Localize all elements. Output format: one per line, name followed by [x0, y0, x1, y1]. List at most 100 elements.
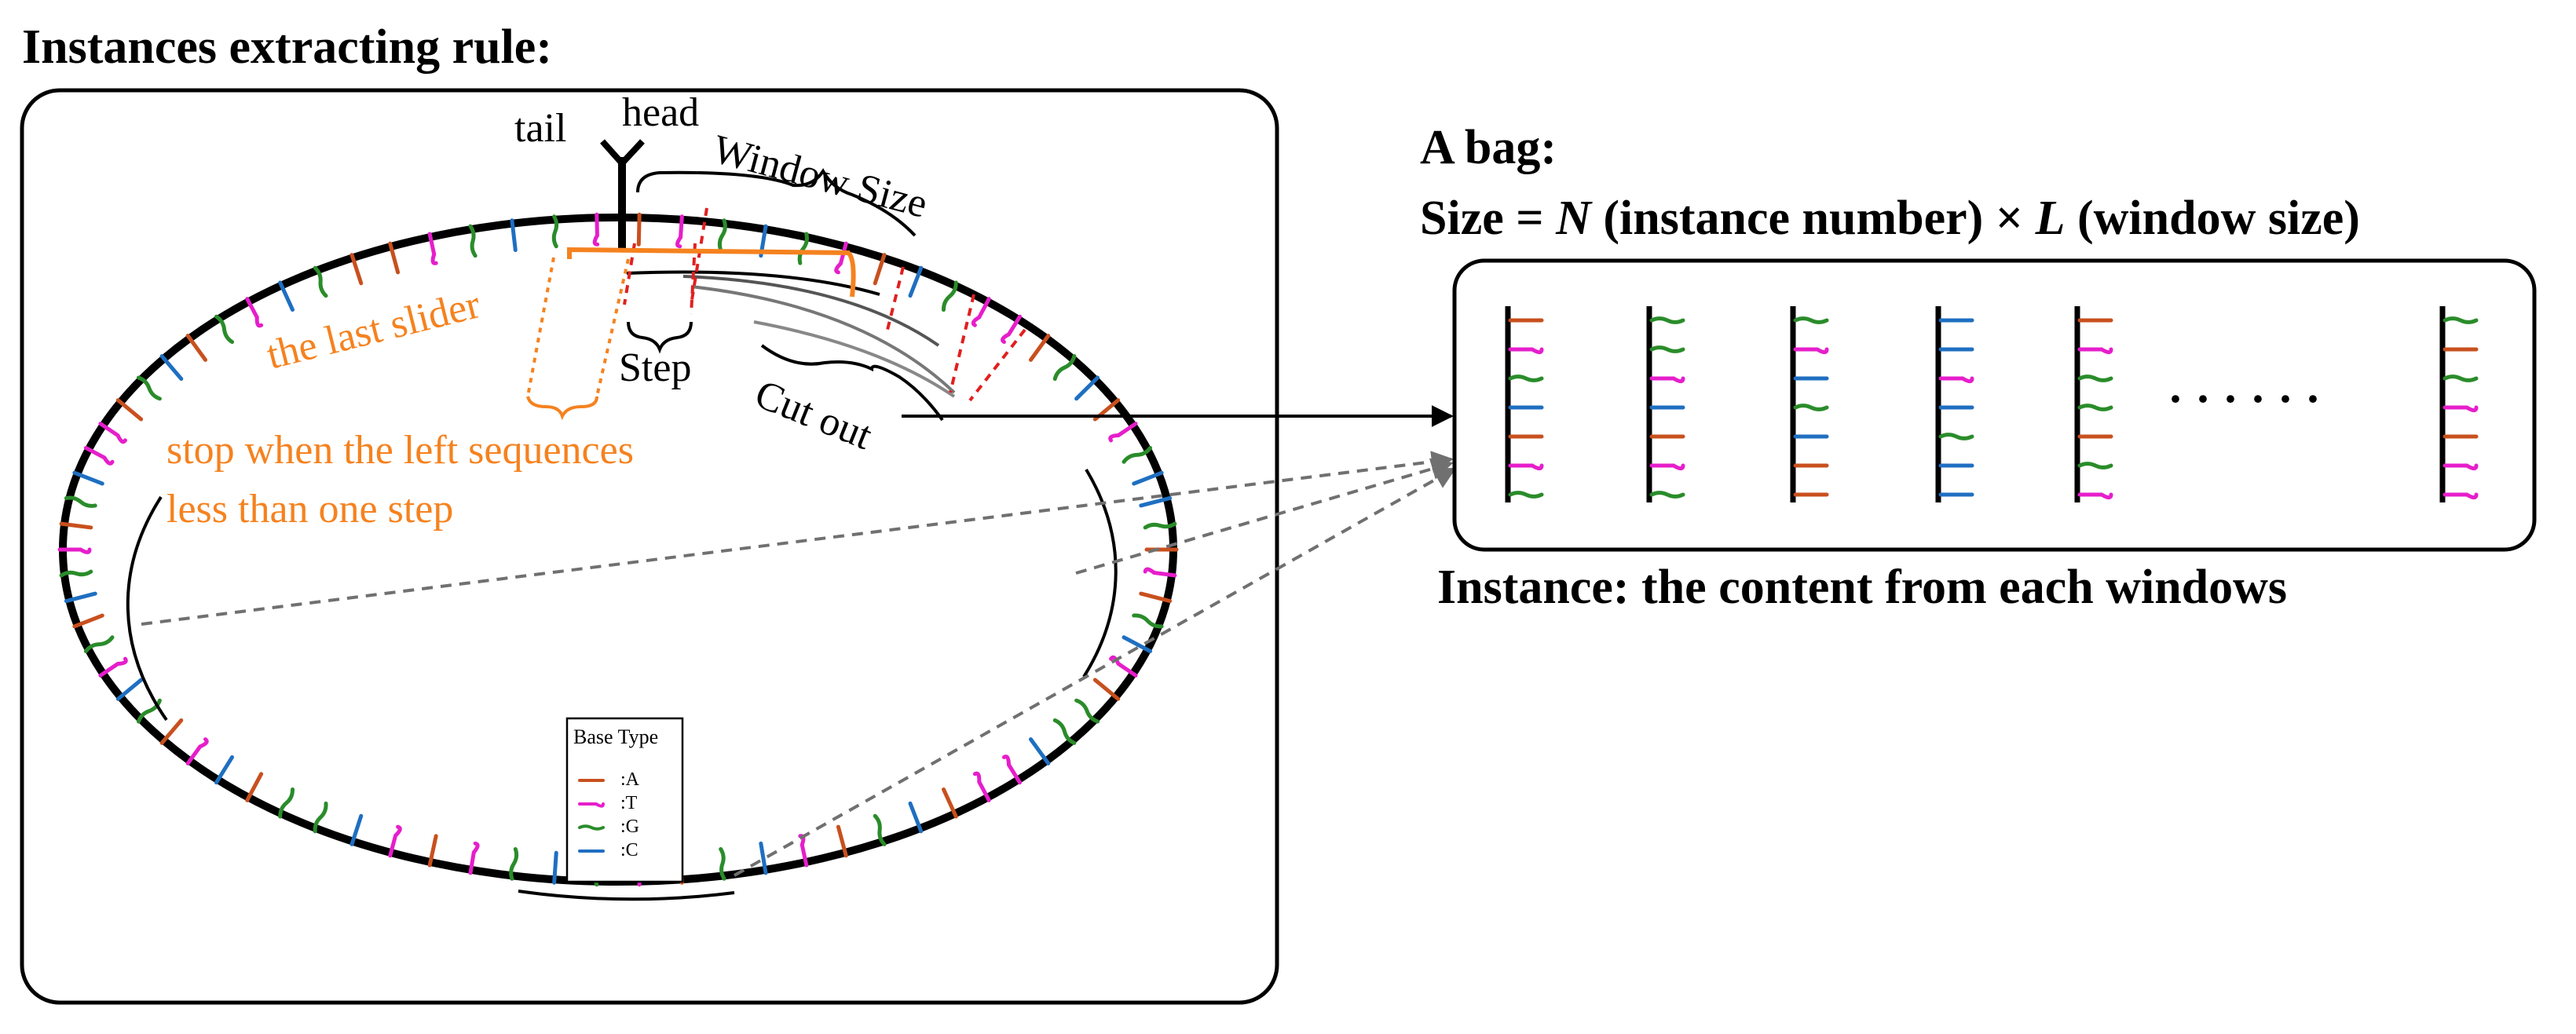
- ellipse-base-tick: [971, 297, 991, 327]
- window-size-brace: [636, 168, 917, 237]
- window-boundary: [623, 243, 636, 305]
- legend-swatch-T: [578, 802, 605, 808]
- legend-label-A: :A: [620, 769, 640, 790]
- instance-base-G: [1793, 316, 1829, 324]
- size-mid: (instance number) ×: [1591, 192, 2036, 245]
- ellipse-base-tick: [1052, 718, 1077, 745]
- ellipse-base-tick: [136, 375, 162, 401]
- bag-instance: [2439, 306, 2479, 502]
- ellipse-base-tick: [1122, 635, 1153, 653]
- ellipse-base-tick: [185, 737, 209, 765]
- ellipse-base-tick: [278, 787, 295, 819]
- stop-rule-line-1: stop when the left sequences: [166, 428, 634, 473]
- ellipse-base-tick: [214, 754, 235, 785]
- ellipse-base-tick: [313, 265, 328, 298]
- ellipse-base-tick: [1139, 591, 1173, 604]
- ellipse-base-tick: [64, 495, 97, 508]
- base-type-legend: Base Type :A:T:G:C: [565, 717, 684, 883]
- ellipse-base-tick: [64, 591, 97, 604]
- window-boundary: [690, 243, 697, 315]
- ellipse-base-tick: [159, 718, 184, 745]
- bag-panel: [1452, 258, 2537, 552]
- instance-caption: Instance: the content from each windows: [1437, 561, 2287, 614]
- ellipse-base-tick: [349, 253, 364, 286]
- ellipse-base-tick: [245, 772, 264, 802]
- instance-base-T: [2442, 492, 2479, 500]
- ellipse-base-tick: [59, 569, 93, 578]
- bag-ellipsis: · · · · · ·: [2168, 373, 2321, 425]
- ellipse-base-tick: [185, 334, 208, 362]
- ellipse-base-tick: [1132, 470, 1164, 486]
- ellipse-base-tick: [873, 813, 887, 846]
- size-l: L: [2035, 192, 2066, 245]
- ellipse-base-tick: [245, 297, 264, 328]
- ellipse-base-ticks: [57, 212, 1179, 887]
- ellipse-base-tick: [1108, 422, 1138, 443]
- ellipse-base-tick: [98, 422, 127, 444]
- ellipse-base-tick: [551, 214, 559, 249]
- instance-arrow-bottom: [734, 467, 1457, 877]
- legend-title: Base Type: [573, 725, 658, 748]
- size-suffix: (window size): [2065, 192, 2359, 245]
- instance-base-T: [2077, 347, 2113, 355]
- ellipse-base-tick: [1052, 354, 1077, 382]
- window-arc-3: [690, 285, 956, 394]
- legend-box: [565, 717, 684, 883]
- ellipse-base-tick: [834, 241, 848, 275]
- instance-base-G: [2077, 462, 2113, 470]
- bag-instance: [1935, 306, 1974, 502]
- ellipse-base-tick: [941, 280, 958, 312]
- ellipse-base-tick: [159, 354, 184, 382]
- size-n: N: [1555, 192, 1593, 245]
- instance-base-T: [1508, 347, 1544, 355]
- bag-instance: [1505, 306, 1544, 502]
- instance-base-G: [2442, 316, 2479, 324]
- ellipse-base-tick: [72, 613, 104, 629]
- ellipse-base-tick: [1092, 678, 1121, 701]
- size-prefix: Size =: [1420, 192, 1556, 245]
- ellipse-base-tick: [1001, 754, 1023, 785]
- bag-instance: [1646, 306, 1685, 502]
- inner-arc-right: [1082, 468, 1118, 678]
- last-slider-bracket: [567, 247, 856, 298]
- stop-rule-line-2: less than one step: [166, 487, 453, 532]
- cut-out-label: Cut out: [749, 371, 879, 459]
- legend-swatch-G: [578, 824, 605, 831]
- ellipse-base-tick: [349, 813, 364, 846]
- instance-base-G: [2077, 404, 2113, 411]
- ellipse-base-tick: [98, 656, 128, 678]
- legend-label-C: :C: [620, 840, 639, 860]
- instance-base-G: [2077, 375, 2113, 382]
- ellipse-base-tick: [388, 241, 401, 275]
- bag-instance: [2074, 306, 2113, 502]
- instance-base-G: [1938, 433, 1974, 440]
- window-size-label: Window Size: [708, 127, 932, 227]
- window-boundary: [690, 207, 708, 305]
- ellipse-base-tick: [1028, 737, 1051, 765]
- ellipse-base-tick: [797, 232, 809, 265]
- bag-instance: [1790, 306, 1829, 502]
- left-panel: [20, 88, 1279, 1005]
- ellipse-base-tick: [427, 232, 438, 265]
- ellipse-base-tick: [1028, 334, 1051, 362]
- cut-out-brace: [760, 344, 944, 422]
- ellipse-base-tick: [1074, 698, 1100, 724]
- instance-arrows: [141, 451, 1457, 877]
- ellipse-base-tick: [427, 834, 438, 868]
- ellipse-base-tick: [313, 801, 328, 834]
- legend-label-T: :T: [620, 793, 638, 813]
- ellipse-base-tick: [388, 824, 402, 858]
- inner-arc-left: [126, 495, 168, 722]
- ellipse-base-tick: [719, 846, 726, 881]
- ellipse-base-tick: [941, 787, 958, 819]
- ellipse-base-tick: [592, 212, 600, 247]
- instance-base-T: [1649, 463, 1685, 471]
- ellipse-base-tick: [115, 398, 144, 422]
- inner-arc-bottom: [518, 890, 735, 901]
- ellipse-base-tick: [1143, 521, 1177, 530]
- ellipse-base-tick: [510, 218, 518, 253]
- instance-base-T: [1649, 376, 1685, 384]
- tail-label: tail: [514, 106, 566, 151]
- instance-base-T: [2442, 405, 2479, 413]
